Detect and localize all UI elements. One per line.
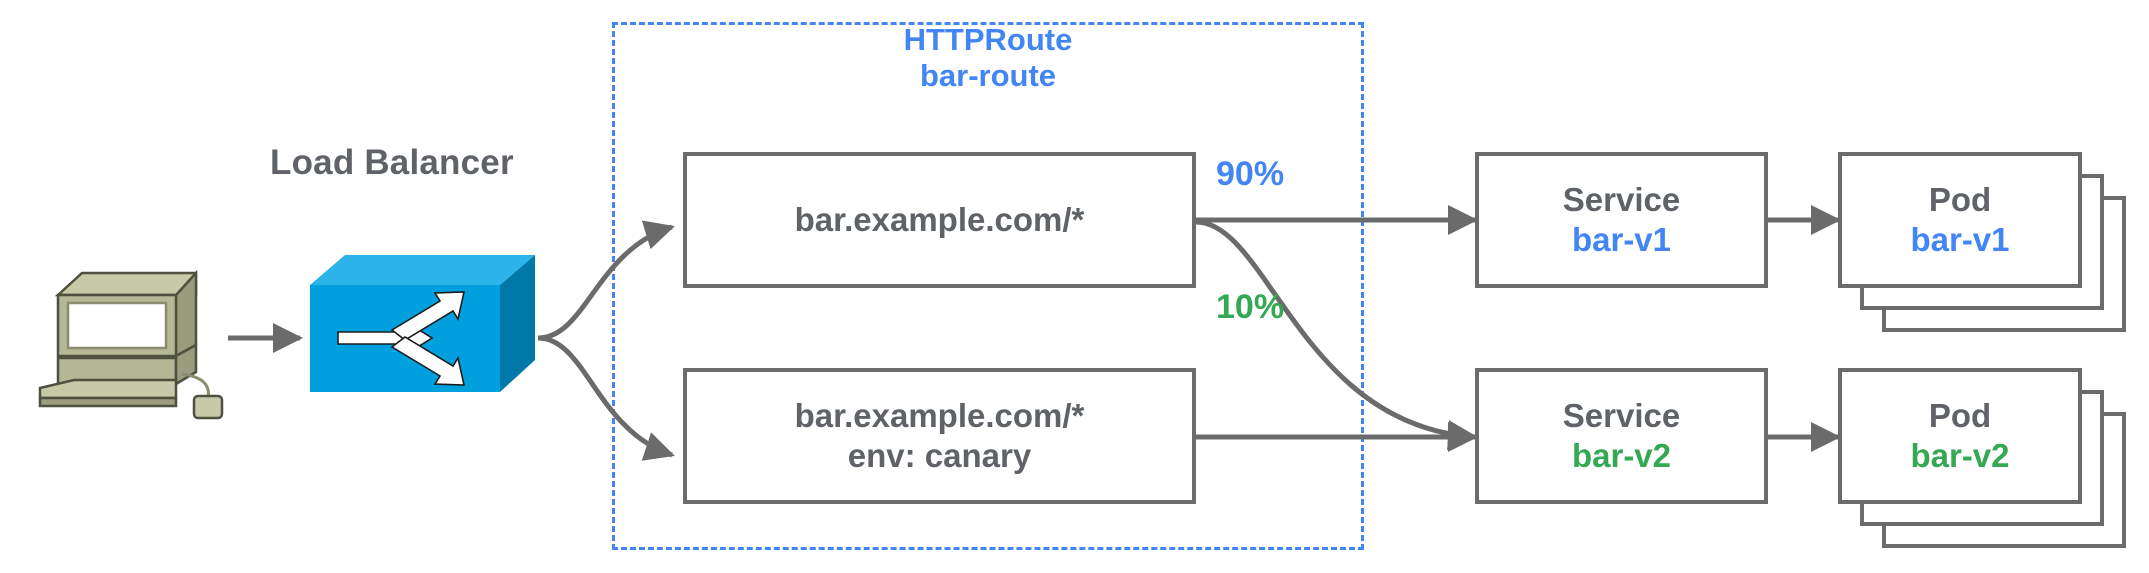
- httproute-kind-label: HTTPRoute: [903, 22, 1073, 57]
- arrow-lb-to-rule-1: [537, 220, 675, 341]
- httproute-rule-box-1[interactable]: bar.example.com/*: [683, 152, 1196, 288]
- load-balancer-router-icon: [310, 255, 535, 392]
- pod-v1-kind: Pod: [1928, 180, 1992, 218]
- rule-2-match-line-1: bar.example.com/*: [794, 396, 1085, 434]
- service-v2-kind: Service: [1562, 396, 1681, 434]
- arrow-rule1-to-service-v2: [1195, 219, 1478, 451]
- httproute-name-label: bar-route: [919, 57, 1057, 93]
- load-balancer-label: Load Balancer: [270, 143, 514, 182]
- httproute-title: HTTPRoute bar-route: [612, 22, 1364, 93]
- pod-v2-name: bar-v2: [1910, 437, 2010, 474]
- pod-v1-name: bar-v1: [1910, 221, 2010, 258]
- service-v1-name: bar-v1: [1571, 221, 1672, 258]
- httproute-rule-box-2[interactable]: bar.example.com/* env: canary: [683, 368, 1196, 504]
- weight-label-90: 90%: [1216, 155, 1285, 193]
- desktop-computer-icon: [38, 269, 224, 420]
- service-box-bar-v1[interactable]: Service bar-v1: [1475, 152, 1768, 288]
- weight-label-10: 10%: [1216, 288, 1285, 326]
- pod-box-bar-v2[interactable]: Pod bar-v2: [1838, 368, 2082, 504]
- rule-1-match-line-1: bar.example.com/*: [794, 200, 1085, 238]
- service-box-bar-v2[interactable]: Service bar-v2: [1475, 368, 1768, 504]
- service-v1-kind: Service: [1562, 180, 1681, 218]
- service-v2-name: bar-v2: [1571, 437, 1672, 474]
- pod-box-bar-v1[interactable]: Pod bar-v1: [1838, 152, 2082, 288]
- rule-2-match-line-2: env: canary: [847, 437, 1032, 474]
- pod-v2-kind: Pod: [1928, 396, 1992, 434]
- arrow-lb-to-rule-2: [537, 335, 675, 461]
